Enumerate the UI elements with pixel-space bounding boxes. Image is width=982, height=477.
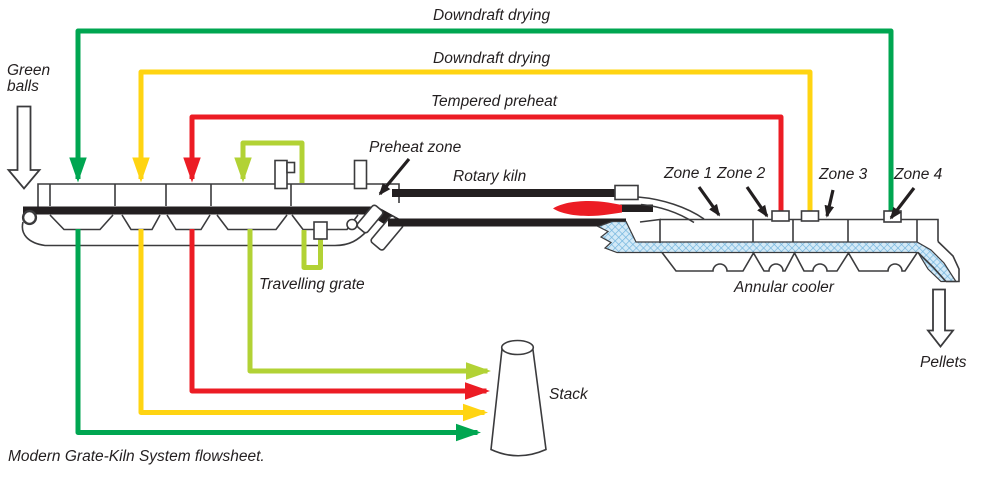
label-rotary-kiln: Rotary kiln: [453, 168, 527, 185]
cooler-offtake-red: [771, 210, 790, 222]
grate-pulley: [21, 209, 38, 226]
damper: [353, 159, 368, 190]
stack-line-yellow: [138, 229, 488, 422]
damper-handle: [286, 161, 296, 174]
label-downdraft-drying-yellow: Downdraft drying: [433, 50, 551, 67]
label-zone-3: Zone 3: [819, 166, 868, 183]
stack-line-green: [75, 229, 481, 442]
label-green-balls: Green balls: [7, 62, 51, 96]
kiln-flame: [553, 201, 622, 216]
dampers: [274, 159, 902, 240]
label-travelling-grate: Travelling grate: [259, 276, 365, 293]
grate-recuperation-loop-bottom: [301, 225, 323, 270]
downdraft-drying-yellow-line: [132, 69, 813, 211]
label-zone-1: Zone 1: [664, 165, 713, 182]
label-stack: Stack: [549, 386, 588, 403]
cooler-discharge-chute: [917, 240, 960, 283]
label-downdraft-drying-green: Downdraft drying: [433, 7, 551, 24]
pellets-arrow: [926, 288, 955, 348]
figure-caption: Modern Grate-Kiln System flowsheet.: [8, 448, 265, 465]
gas-flow-lines: [69, 28, 894, 442]
discharge-roller: [356, 204, 384, 234]
label-zone-4: Zone 4: [894, 166, 943, 183]
cooler-offtake-yellow: [800, 210, 820, 222]
damper: [313, 221, 328, 240]
label-pellets: Pellets: [920, 354, 967, 371]
label-preheat-zone: Preheat zone: [369, 139, 462, 156]
zone2-pointer: [745, 186, 769, 218]
green-balls-arrow: [6, 105, 42, 190]
rotary-kiln-drawing: [388, 184, 705, 227]
label-annular-cooler: Annular cooler: [734, 279, 834, 296]
preheat-zone-pointer: [378, 157, 411, 196]
damper: [274, 159, 288, 190]
stack-drawing: [490, 339, 547, 457]
zone1-pointer: [697, 186, 721, 217]
kiln-end-housing: [614, 184, 639, 201]
pellet-bed: [596, 220, 958, 283]
label-zone-2: Zone 2: [717, 165, 766, 182]
tempered-preheat-line: [183, 114, 784, 211]
grate-recuperation-loop-top: [234, 140, 305, 183]
burner-pipe: [620, 204, 653, 212]
stack-line-red: [189, 229, 490, 400]
zone3-pointer: [824, 189, 835, 218]
label-tempered-preheat: Tempered preheat: [431, 93, 558, 110]
annular-cooler-drawing: [596, 218, 960, 283]
downdraft-drying-green-line: [69, 28, 894, 211]
label-pointer-arrows: [378, 157, 916, 220]
stack-line-lime: [247, 229, 491, 380]
zone4-pointer: [889, 187, 916, 220]
